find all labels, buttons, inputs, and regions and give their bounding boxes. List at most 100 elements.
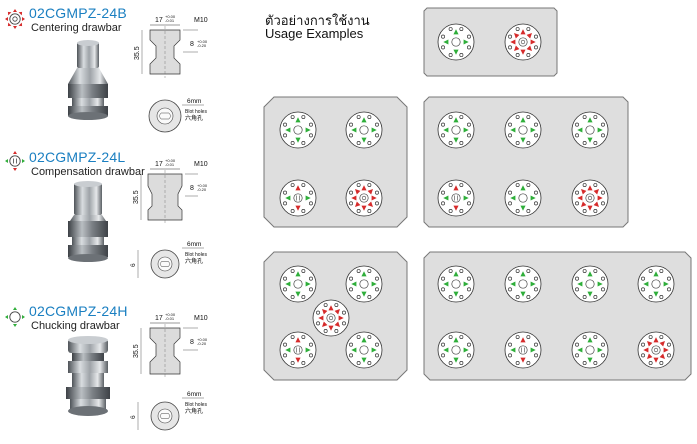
arrow-mark — [371, 347, 377, 353]
bolt-hole — [301, 183, 306, 187]
arrow-mark — [593, 189, 599, 195]
dim-width-tol-top: +0.00 — [165, 14, 176, 19]
arrow-mark — [514, 33, 520, 39]
arrow-mark — [587, 117, 593, 123]
arrow-mark — [453, 137, 459, 143]
chuck-center — [451, 193, 461, 203]
chuck-body — [571, 331, 609, 369]
arrow-mark — [520, 29, 526, 35]
bolt-hole — [515, 27, 520, 31]
arrow-mark — [659, 341, 665, 347]
bolt-hole — [356, 269, 361, 273]
drawbar-photo — [68, 40, 108, 120]
arrow-mark — [453, 117, 459, 123]
bolt-hole — [582, 183, 587, 187]
bolt-hole — [575, 276, 579, 281]
arrow-mark — [367, 189, 373, 195]
bolt-hole — [290, 335, 295, 339]
bolt-hole — [659, 269, 664, 273]
chuck-body — [437, 111, 475, 149]
dim-width: 17 — [155, 161, 163, 168]
bolt-hole — [367, 209, 372, 213]
arrow-mark — [593, 201, 599, 207]
bolt-hole — [508, 133, 512, 138]
drawbar-photo — [68, 181, 108, 262]
chuck-body — [504, 265, 542, 303]
dim-width-tol-bottom: -0.01 — [165, 18, 175, 23]
dim-hex: 6mm — [187, 98, 201, 105]
bolt-hole — [342, 321, 346, 326]
arrow-mark — [334, 309, 340, 315]
bolt-hole — [441, 201, 445, 206]
bolt-hole — [334, 303, 339, 307]
bolt-hole — [467, 287, 471, 292]
chuck-centering — [571, 179, 609, 217]
chuck-chucking — [637, 265, 675, 303]
arrow-mark — [322, 309, 328, 315]
bolt-hole — [601, 353, 605, 358]
chuck-chucking — [345, 331, 383, 369]
bolt-label: Blot holes — [185, 252, 207, 258]
bolt-hole — [641, 342, 645, 347]
bolt-hole — [301, 361, 306, 365]
chuck-chucking — [279, 265, 317, 303]
arrow-mark — [643, 347, 649, 353]
chuck-center — [518, 345, 528, 355]
bolt-hole — [301, 295, 306, 299]
arrow-mark — [520, 337, 526, 343]
arrow-mark — [581, 189, 587, 195]
bolt-hole — [290, 115, 295, 119]
chuck-center-inner — [328, 315, 334, 321]
dim-thread: M10 — [194, 17, 208, 24]
bolt-hole — [448, 295, 453, 299]
bolt-hole — [601, 276, 605, 281]
arrow-mark — [514, 45, 520, 51]
bolt-hole — [534, 34, 538, 39]
arrow-mark — [355, 189, 361, 195]
bolt-hole — [367, 269, 372, 273]
bolt-hole — [467, 133, 471, 138]
arrow-mark — [443, 195, 449, 201]
arrow-mark — [453, 49, 459, 55]
arrow-mark — [587, 185, 593, 191]
bolt-hole — [375, 201, 379, 206]
arrow-mark — [371, 281, 377, 287]
arrow-mark — [295, 137, 301, 143]
bolt-hole — [301, 141, 306, 145]
bolt-hole — [593, 295, 598, 299]
bolt-hole — [526, 295, 531, 299]
arrow-mark — [520, 357, 526, 363]
arrow-mark — [351, 281, 357, 287]
arrow-mark — [597, 347, 603, 353]
bolt-hole — [601, 190, 605, 195]
bolt-hole — [515, 335, 520, 339]
arrow-mark — [351, 347, 357, 353]
bolt-hole — [349, 133, 353, 138]
bolt-hole — [526, 269, 531, 273]
arrow-mark — [587, 137, 593, 143]
bolt-hole — [356, 209, 361, 213]
bolt-hole — [290, 183, 295, 187]
bolt-hole — [290, 295, 295, 299]
bolt-hole — [448, 27, 453, 31]
bolt-hole — [441, 133, 445, 138]
arrow-mark — [305, 347, 311, 353]
bolt-hole — [582, 141, 587, 145]
bolt-hole — [667, 342, 671, 347]
bolt-hole — [448, 361, 453, 365]
chuck-center-inner — [361, 195, 367, 201]
dim-height: 35.5 — [133, 344, 140, 358]
product-name: Centering drawbar — [31, 22, 122, 34]
bolt-hole — [534, 190, 538, 195]
chuck-body — [437, 23, 475, 61]
bolt-hole — [667, 287, 671, 292]
chuck-body — [637, 331, 675, 369]
usage-title-th: ตัวอย่างการใช้งาน — [265, 13, 370, 28]
bolt-hole — [441, 190, 445, 195]
chuck-body — [571, 179, 609, 217]
bolt-hole — [582, 209, 587, 213]
bolt-hole — [534, 342, 538, 347]
arrow-mark — [322, 321, 328, 327]
arrow-mark — [577, 281, 583, 287]
dim-depth-tol-bottom: -0.20 — [197, 187, 207, 192]
